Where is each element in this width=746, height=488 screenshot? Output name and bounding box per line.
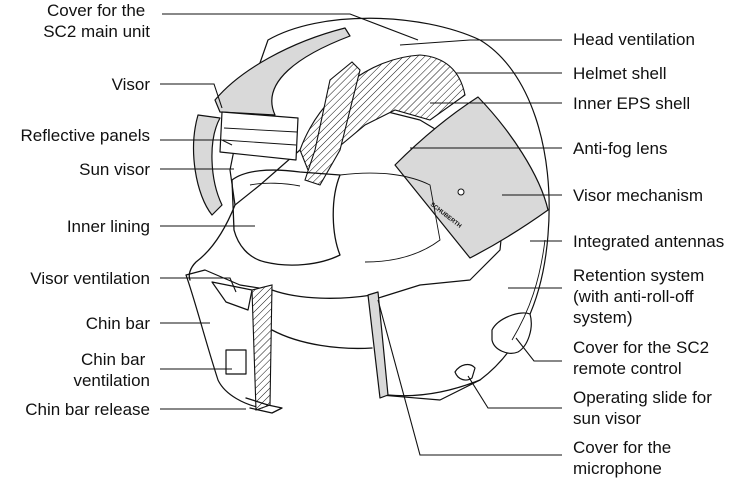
label-anti-fog-lens: Anti-fog lens [573,139,668,158]
label-reflective-panels: Reflective panels [21,126,150,145]
chin-bar-release-tip [245,397,283,414]
visor-ventilation-block [211,281,253,311]
visor-shape [193,114,223,216]
label-cover-sc2-remote-control: Cover for the SC2 remote control [573,338,714,378]
label-helmet-shell: Helmet shell [573,64,667,83]
right-labels: Head ventilation Helmet shell Inner EPS … [573,30,724,478]
label-operating-slide-sun-visor: Operating slide for sun visor [573,388,717,428]
shell-section-wall [188,204,236,281]
label-head-ventilation: Head ventilation [573,30,695,49]
chin-bar-ventilation-strip [251,284,273,411]
label-integrated-antennas: Integrated antennas [573,232,724,251]
label-visor-ventilation: Visor ventilation [30,269,150,288]
reflective-panel [219,111,299,161]
sc2-main-unit-cover [214,27,351,116]
antenna-line [511,239,546,341]
label-chin-bar-release: Chin bar release [25,400,150,419]
label-cover-microphone: Cover for the microphone [573,438,676,478]
label-retention-system: Retention system (with anti-roll-off sys… [573,266,709,327]
label-cover-sc2-main-unit: Cover for the SC2 main unit [43,1,150,41]
leader-lines [160,13,562,456]
lower-shell-edge [387,379,481,397]
label-inner-lining: Inner lining [67,217,150,236]
label-visor: Visor [112,75,151,94]
visor-mechanism-screw [457,188,465,196]
anti-fog-lens-plate [394,96,549,259]
label-chin-bar-ventilation: Chin bar ventilation [73,350,150,390]
operating-slide [454,363,476,381]
head-ventilation-channel [304,61,361,186]
retention-system-opening [271,329,373,350]
label-visor-mechanism: Visor mechanism [573,186,703,205]
label-sun-visor: Sun visor [79,160,150,179]
helmet-drawing: SCHUBERTH [185,17,550,414]
inner-cavity [271,289,373,299]
chin-vent-slot [225,349,247,375]
left-labels: Cover for the SC2 main unit Visor Reflec… [21,1,151,419]
label-chin-bar: Chin bar [86,314,151,333]
inner-lining-outline [231,169,341,266]
label-inner-eps-shell: Inner EPS shell [573,94,690,113]
